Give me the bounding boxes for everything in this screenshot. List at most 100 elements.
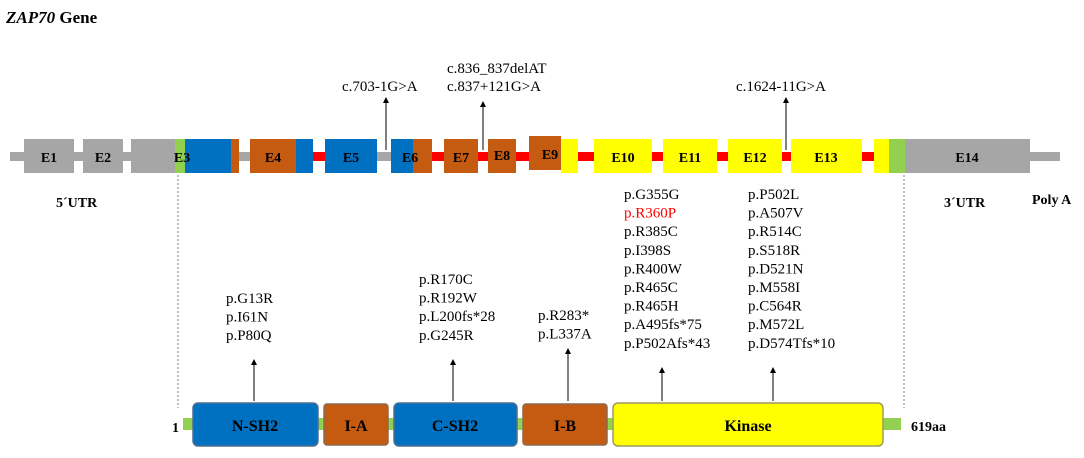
variant-group-kinase: p.P502L p.A507V p.R514C p.S518R p.D521N p.M55… [748,187,835,352]
variant-label: p.A507V [748,206,804,222]
exon-e6-orange-part [413,139,432,173]
exon-e14-green-part [889,139,905,173]
exon-label: E10 [611,151,634,166]
exon-e13-box [791,139,862,173]
exon-e12-box [728,139,782,173]
junction-marker [782,152,791,161]
domain-i-a [323,403,389,446]
exon-label: E6 [402,151,418,166]
variant-label: p.P80Q [226,328,272,344]
figure-title: ZAP70 Gene [5,8,98,27]
variant-label: p.P502L [748,187,799,203]
variant-label: p.G245R [419,328,474,344]
domain-i-b [522,403,608,446]
variant-label: p.D574Tfs*10 [748,336,835,352]
exon-label: E12 [743,151,766,166]
junction-marker [862,152,874,161]
exon-label: E7 [453,151,469,166]
variant-label: p.G13R [226,291,273,307]
domain-label: Kinase [724,418,771,435]
exon-e2-box [83,139,123,173]
exon-e3-orange-part [231,139,239,173]
exon-label: E2 [95,151,111,166]
splice-mutation-label: c.1624-11G>A [736,79,826,95]
exon-label: E1 [41,151,57,166]
domain-label: I-B [554,418,577,435]
domain-label: C-SH2 [432,418,478,435]
variant-label: p.R283* [538,308,589,324]
variant-label: p.C564R [748,299,802,315]
junction-marker [313,152,325,161]
exon-e11-box [663,139,717,173]
junction-marker [478,152,488,161]
variant-label: p.R514C [748,224,802,240]
polya-label: Poly A [1032,193,1072,208]
splice-mutation-label: c.836_837delAT [447,61,547,77]
exon-label: E11 [679,151,702,166]
junction-marker [652,152,663,161]
variant-label: p.R385C [624,224,678,240]
variant-group-c-sh2: p.R170C p.R192W p.L200fs*28 p.G245R [419,272,495,344]
exon-label: E13 [814,151,837,166]
variant-label: p.M558I [748,280,800,296]
gene-name: ZAP70 [5,8,56,27]
domain-c-sh2 [393,402,518,447]
protein-end-label: 619aa [911,420,946,435]
exon-e9-orange-part [529,136,561,170]
variant-label: p.P502Afs*43 [624,336,710,352]
exon-e3-green-part [175,139,185,173]
exon-e1-box [24,139,74,173]
exon-e9-yellow-part [561,139,578,173]
domain-label: I-A [344,418,368,435]
exon-e5-box [325,139,377,173]
exon-e14-yellow-part [874,139,889,173]
splice-mutation-label: c.703-1G>A [342,79,418,95]
junction-marker [432,152,444,161]
variant-group-kinase: p.G355Gp.R360Pp.R385Cp.I398Sp.R400Wp.R46… [624,187,710,352]
exon-e3-blue-part [185,139,231,173]
variant-label: p.D521N [748,261,804,277]
exon-label: E4 [265,151,281,166]
variant-groups: p.G13R p.I61N p.P80Q p.R170C p.R192W p.L200fs… [226,187,835,352]
variant-label: p.S518R [748,243,800,259]
utr5-label: 5´UTR [56,196,98,211]
variant-label: p.I61N [226,310,268,326]
exon-e14-utr-part [905,139,1030,173]
variant-label: p.R192W [419,291,478,307]
variant-label: p.I398S [624,243,671,259]
variant-group-n-sh2: p.G13R p.I61N p.P80Q [226,291,273,344]
exon-e6-blue-part [391,139,413,173]
exon-e10-box [594,139,652,173]
utr3-label: 3´UTR [944,196,986,211]
exon-label: E3 [174,151,190,166]
domain-label: N-SH2 [232,418,278,435]
splice-junctions [313,152,874,161]
variant-label: p.R360P [624,206,676,222]
exon-e4-blue-part [296,139,313,173]
junction-marker [516,152,529,161]
exon-e7-box [444,139,478,173]
variant-group-i-b: p.R283* p.L337A [538,308,592,343]
variant-label: p.R170C [419,272,473,288]
exon-e8-box [488,139,516,173]
variant-label: p.L337A [538,327,592,343]
junction-marker [578,152,594,161]
variant-label: p.R400W [624,261,683,277]
protein-start-label: 1 [172,421,179,436]
exon-e3-utr-part [131,139,175,173]
variant-label: p.R465C [624,280,678,296]
exon-label: E9 [542,148,558,163]
splice-mutation-label: c.837+121G>A [447,79,541,95]
exon-label: E14 [955,151,978,166]
junction-marker [717,152,728,161]
variant-label: p.A495fs*75 [624,317,702,333]
domain-kinase [612,402,884,447]
domain-n-sh2 [192,402,319,447]
exon-label: E5 [343,151,359,166]
exon-e4-orange-part [250,139,296,173]
variant-label: p.L200fs*28 [419,309,495,325]
variant-label: p.M572L [748,317,804,333]
gene-label: Gene [55,8,97,27]
